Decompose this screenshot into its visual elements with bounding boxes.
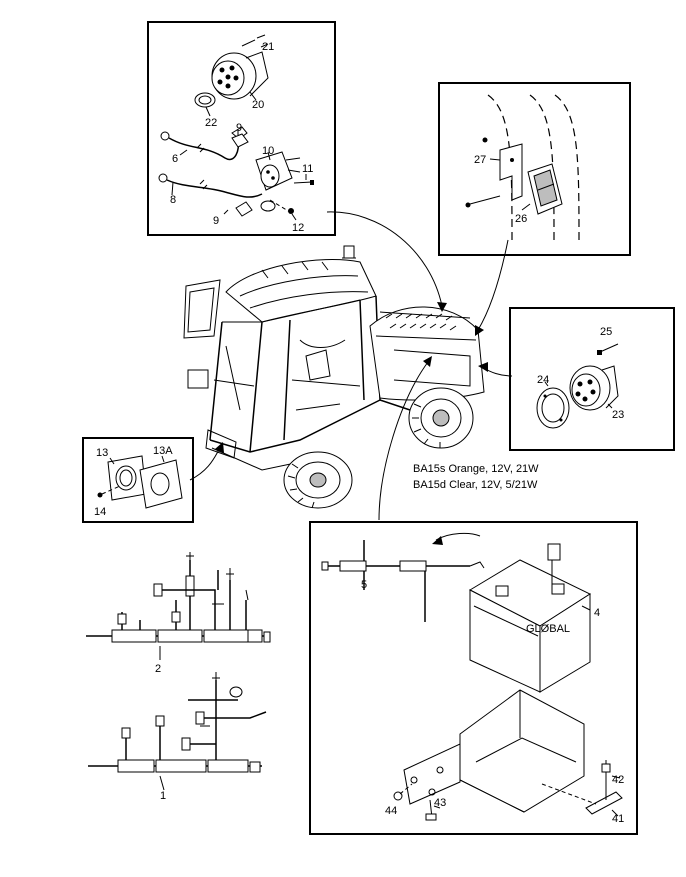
callout-24: 24 xyxy=(537,374,549,386)
socket-13-drawing xyxy=(107,455,147,501)
callout-5: 5 xyxy=(361,579,367,591)
callout-2: 2 xyxy=(155,663,161,675)
bolt-43-drawing xyxy=(425,799,437,821)
detail-box-battery: GLØBAL xyxy=(309,521,638,835)
detail-box-socket: 21 20 22 9 6 10 11 8 9 12 xyxy=(147,21,336,236)
washer-44-drawing xyxy=(393,783,413,801)
callout-22: 22 xyxy=(205,117,217,129)
bolt-42-drawing xyxy=(601,760,611,800)
bulb-spec-line-1: BA15s Orange, 12V, 21W xyxy=(413,463,539,475)
socket-23-drawing xyxy=(569,365,619,411)
battery-tray-drawing xyxy=(403,689,585,813)
callout-13a: 13A xyxy=(153,445,173,457)
connector-arrows xyxy=(189,211,513,521)
bracket-27-drawing xyxy=(499,143,523,201)
callout-9-top: 9 xyxy=(236,122,242,134)
callout-4: 4 xyxy=(594,607,600,619)
callout-11: 11 xyxy=(302,163,313,175)
plate-13a-drawing xyxy=(139,459,183,509)
callout-27: 27 xyxy=(474,154,486,166)
callout-42: 42 xyxy=(612,774,624,786)
detail-box-front-socket: 13 13A 14 xyxy=(82,437,194,523)
plug-10-drawing xyxy=(255,151,301,191)
rear-wheel xyxy=(408,387,474,449)
callout-13: 13 xyxy=(96,447,108,459)
callout-20: 20 xyxy=(252,99,264,111)
callout-10: 10 xyxy=(262,145,274,157)
nut-12-drawing xyxy=(269,199,294,214)
callout-14: 14 xyxy=(94,506,106,518)
front-wheel xyxy=(283,451,353,509)
callout-6: 6 xyxy=(172,153,178,165)
bulb-spec-line-2: BA15d Clear, 12V, 5/21W xyxy=(413,479,538,491)
lamp-26-drawing xyxy=(527,163,563,215)
screw-11-drawing xyxy=(293,180,314,185)
battery-4-drawing: GLØBAL xyxy=(468,543,592,693)
callout-23: 23 xyxy=(612,409,624,421)
callout-9-bottom: 9 xyxy=(213,215,219,227)
gasket-24-drawing xyxy=(536,387,570,429)
callout-25: 25 xyxy=(600,326,612,338)
callout-8: 8 xyxy=(170,194,176,206)
callout-26: 26 xyxy=(515,213,527,225)
harness-1-drawing xyxy=(88,672,267,791)
socket-20-drawing xyxy=(211,34,269,100)
detail-box-rear-socket: 25 24 23 xyxy=(509,307,675,451)
grille-vents xyxy=(385,313,457,331)
tractor-drawing xyxy=(183,245,485,509)
harness-2-drawing xyxy=(86,552,271,660)
battery-brand: GLØBAL xyxy=(526,623,570,635)
callout-44: 44 xyxy=(385,805,397,817)
battery-cable-5-drawing xyxy=(321,532,485,622)
detail-box-lamp: 27 26 xyxy=(438,82,631,256)
cap-9-drawing xyxy=(231,133,276,217)
callout-12: 12 xyxy=(292,222,304,234)
callout-1: 1 xyxy=(160,790,166,802)
gasket-22-drawing xyxy=(194,92,216,108)
callout-21: 21 xyxy=(262,41,274,53)
cable-8-drawing xyxy=(158,173,263,198)
callout-43: 43 xyxy=(434,797,446,809)
callout-41: 41 xyxy=(612,813,624,825)
